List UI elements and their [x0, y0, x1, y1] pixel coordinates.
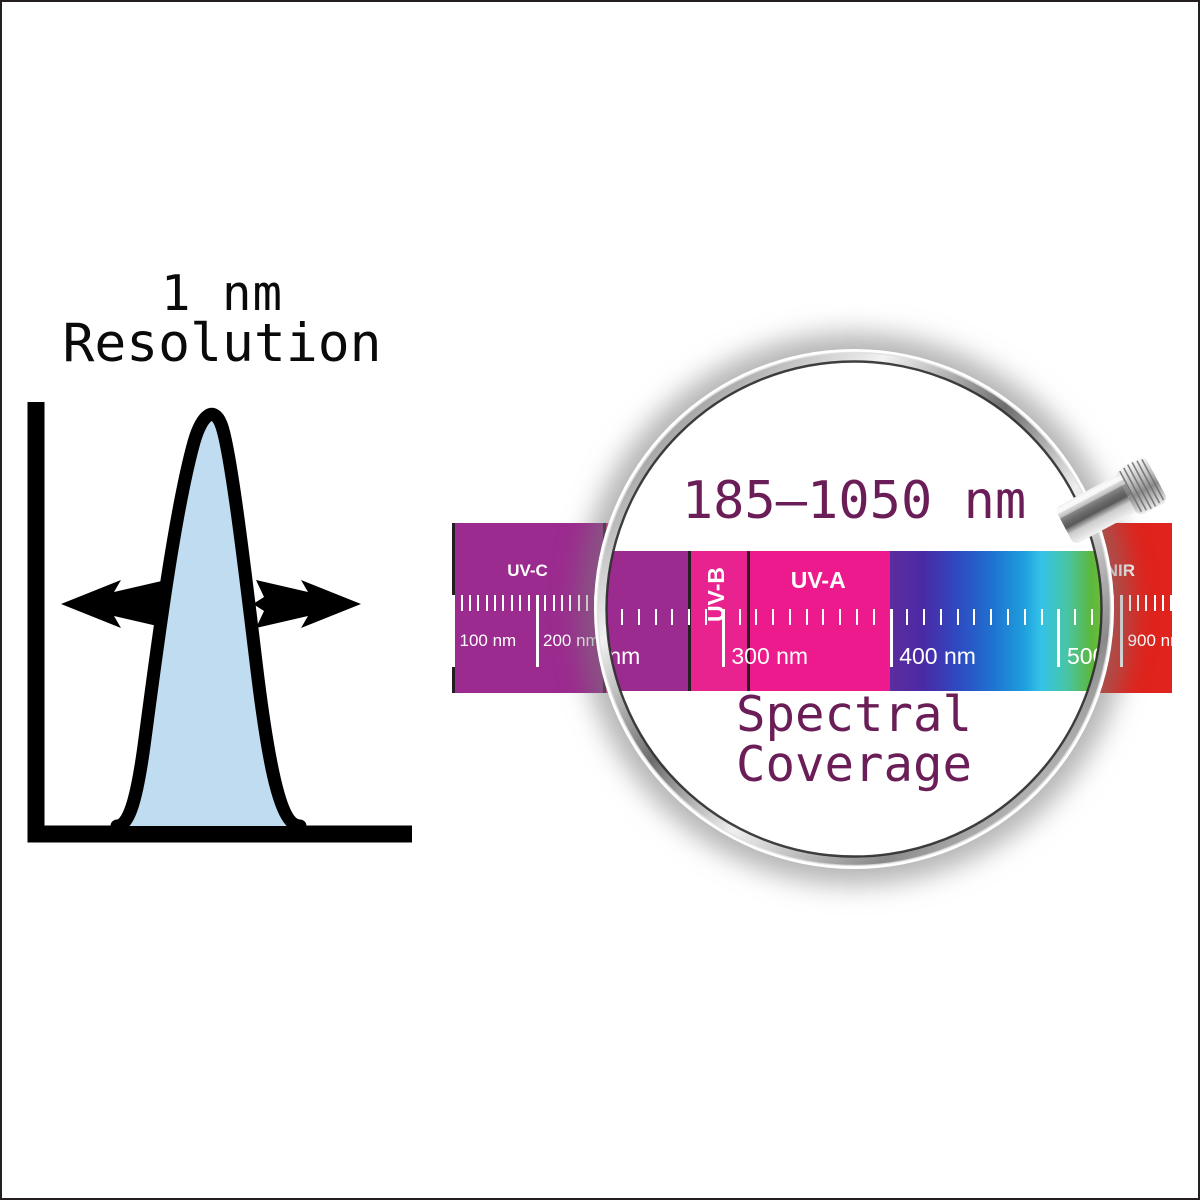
ruler-minor-tick: [494, 595, 497, 611]
ruler-minor-tick: [1007, 609, 1009, 625]
band-label-uv-b: UV-B: [703, 567, 730, 622]
ruler-minor-tick: [738, 609, 741, 625]
resolution-peak-chart: [16, 394, 416, 849]
ruler-minor-tick: [973, 609, 976, 625]
caption-line1: Spectral: [735, 686, 972, 743]
ruler-tick-label: 900 nm: [1127, 631, 1172, 650]
ruler-tick-label: 200 nm: [600, 643, 641, 669]
ruler-minor-tick: [552, 595, 555, 611]
ruler-minor-tick: [1090, 609, 1093, 625]
band-label-nir: NIR: [1105, 561, 1136, 580]
ruler-gradation-line: [889, 609, 893, 667]
ruler-minor-tick: [805, 609, 808, 625]
magnifier-caption: Spectral Coverage: [600, 690, 1108, 790]
ruler-minor-tick: [990, 609, 993, 625]
band-label-uv-c: UV-C: [600, 567, 688, 594]
ruler-minor-tick: [485, 595, 488, 611]
ruler-minor-tick: [671, 609, 674, 625]
peak-curve: [110, 408, 307, 833]
ruler-minor-tick: [560, 595, 563, 611]
ruler-tick-label: 300 nm: [731, 643, 809, 669]
ruler-minor-tick: [822, 609, 825, 625]
ruler-minor-tick: [654, 609, 657, 625]
ruler-minor-tick: [1162, 595, 1165, 611]
ruler-minor-tick: [604, 609, 607, 625]
peak-svg: [27, 402, 412, 843]
ruler-minor-tick: [855, 609, 858, 625]
ruler-minor-tick: [1170, 595, 1172, 611]
ruler-minor-tick: [544, 595, 547, 611]
ruler-minor-tick: [502, 595, 505, 611]
ruler-minor-tick: [519, 595, 522, 611]
ruler-tick-label: 400 nm: [899, 643, 976, 669]
ruler-minor-tick: [527, 595, 530, 611]
ruler-tick-label: 500 nm: [1067, 643, 1108, 669]
ruler-minor-tick: [839, 609, 842, 625]
ruler-minor-tick: [1040, 609, 1043, 625]
ruler-minor-tick: [577, 595, 580, 611]
ruler-minor-tick: [444, 595, 447, 611]
ruler-gradation-line: [535, 595, 539, 667]
ruler-minor-tick: [435, 595, 438, 611]
ruler-gradation-line: [1057, 609, 1061, 667]
caption-line2: Coverage: [735, 735, 972, 793]
resolution-title-line1: 1 nm: [160, 265, 283, 322]
ruler-minor-tick: [788, 609, 791, 625]
ruler-minor-tick: [956, 609, 959, 625]
ruler-minor-tick: [469, 595, 472, 611]
ruler-gradation-line: [452, 595, 456, 667]
ruler-minor-tick: [939, 609, 942, 625]
magnifier-handle: [1055, 457, 1166, 544]
band-separator: [746, 551, 750, 691]
ruler-minor-tick: [510, 595, 513, 611]
ruler-minor-tick: [1153, 595, 1156, 611]
ruler-tick-label: 100 nm: [459, 631, 517, 650]
resolution-title: 1 nm Resolution: [12, 265, 432, 375]
ruler-gradation-line: [721, 609, 725, 667]
ruler-minor-tick: [637, 609, 640, 625]
ruler-minor-tick: [906, 609, 909, 625]
ruler-minor-tick: [1145, 595, 1148, 611]
ruler-minor-tick: [585, 595, 588, 611]
ruler-minor-tick: [569, 595, 572, 611]
ruler-minor-tick: [477, 595, 480, 611]
ruler-minor-tick: [1023, 609, 1026, 625]
band-label-uv-c: UV-C: [507, 561, 548, 580]
ruler-minor-tick: [1128, 595, 1131, 611]
resolution-arrow-right: [253, 580, 361, 628]
ruler-minor-tick: [772, 609, 775, 625]
ruler-minor-tick: [1137, 595, 1140, 611]
resolution-title-line2: Resolution: [62, 313, 382, 375]
ruler-tick-label: 200 nm: [543, 631, 600, 650]
ruler-minor-tick: [704, 609, 707, 625]
resolution-arrow-left: [61, 580, 169, 628]
band-label-uv-a: UV-A: [790, 567, 846, 593]
peak-fill: [119, 414, 298, 826]
ruler-minor-tick: [755, 609, 758, 625]
ruler-minor-tick: [1074, 609, 1077, 625]
ruler-minor-tick: [872, 609, 875, 625]
ruler-gradation-line: [1120, 595, 1124, 667]
chart-axes: [27, 402, 412, 843]
ruler-minor-tick: [923, 609, 926, 625]
ruler-minor-tick: [688, 609, 691, 625]
ruler-minor-tick: [460, 595, 463, 611]
spectral-range-label: 185–1050 nm: [681, 471, 1027, 531]
ruler-minor-tick: [621, 609, 624, 625]
